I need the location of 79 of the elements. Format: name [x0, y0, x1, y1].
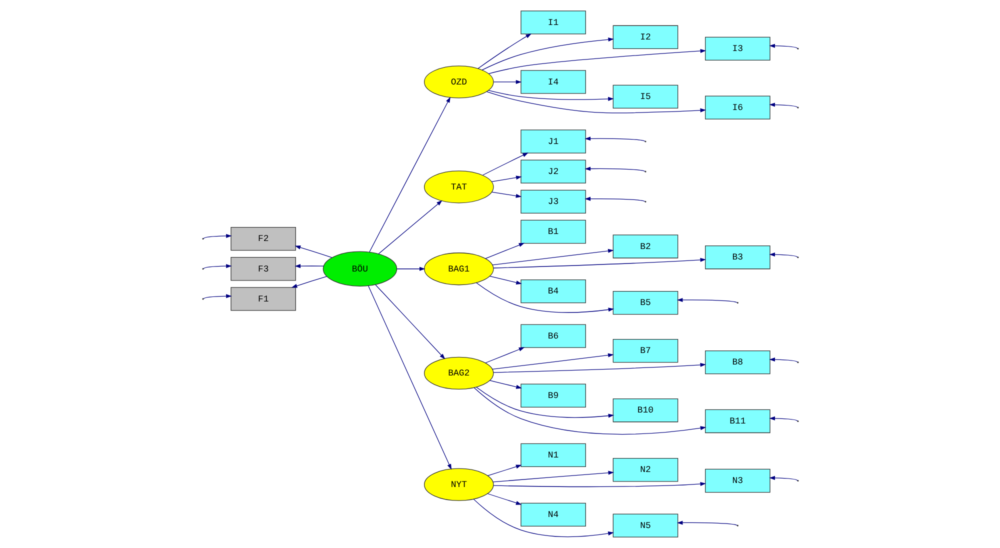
- arrow: [202, 264, 232, 270]
- node-box: J3: [520, 190, 586, 214]
- arrow: [676, 520, 737, 526]
- arrow: [294, 246, 332, 258]
- arrow: [367, 285, 452, 470]
- arrow: [294, 264, 324, 268]
- arrow: [476, 386, 614, 418]
- arrow: [290, 276, 327, 288]
- arrow: [492, 80, 522, 84]
- node-box: I5: [612, 84, 678, 109]
- arrow: [491, 192, 522, 198]
- arrow: [482, 152, 528, 176]
- node-box: I2: [612, 25, 678, 49]
- arrow: [492, 258, 706, 268]
- node-box: F3: [230, 257, 296, 281]
- node-box: B5: [612, 290, 678, 315]
- node-ellipse: OZD: [424, 66, 494, 98]
- node-box: I6: [704, 96, 770, 120]
- node-box: I4: [520, 70, 586, 94]
- node-box: N2: [612, 458, 678, 482]
- arrow: [584, 196, 645, 202]
- arrow: [486, 464, 522, 476]
- arrow: [492, 362, 706, 373]
- node-box: B1: [520, 220, 586, 244]
- node-box: B9: [520, 384, 586, 408]
- arrow: [481, 38, 614, 70]
- node-ellipse: BAG2: [424, 356, 494, 390]
- arrow: [396, 266, 425, 271]
- arrow: [768, 476, 798, 481]
- node-box: F1: [230, 287, 296, 311]
- node-box: B2: [612, 234, 678, 258]
- node-box: B3: [704, 246, 770, 270]
- node-box: B10: [612, 398, 678, 422]
- node-ellipse: BAG1: [424, 252, 494, 286]
- arrow: [488, 380, 522, 389]
- arrow: [584, 166, 645, 172]
- node-box: B11: [704, 409, 770, 434]
- node-box: J1: [520, 130, 586, 154]
- node-box: N4: [520, 502, 586, 527]
- arrow: [476, 282, 614, 313]
- node-box: I1: [520, 10, 586, 34]
- arrow: [768, 416, 798, 422]
- arrow: [492, 470, 614, 482]
- arrow: [484, 242, 524, 259]
- arrow: [374, 284, 445, 360]
- arrow: [492, 248, 614, 266]
- node-ellipse: NYT: [424, 468, 494, 501]
- node-box: N1: [520, 443, 586, 467]
- arrow: [486, 493, 522, 505]
- node-box: B7: [612, 338, 678, 363]
- node-box: J2: [520, 160, 586, 184]
- arrow: [488, 276, 522, 284]
- arrow: [486, 91, 706, 114]
- arrow: [490, 176, 522, 182]
- arrow: [368, 96, 450, 252]
- arrow: [378, 200, 442, 254]
- node-box: F2: [230, 226, 296, 251]
- arrow: [477, 34, 532, 69]
- node-ellipse: TAT: [424, 170, 494, 204]
- node-ellipse: BÖU: [322, 251, 397, 286]
- arrow: [492, 353, 614, 370]
- arrow: [492, 482, 706, 488]
- arrow: [768, 102, 798, 108]
- arrow: [488, 48, 706, 74]
- arrow: [488, 90, 614, 101]
- arrow: [202, 234, 232, 239]
- arrow: [676, 298, 737, 303]
- arrow: [472, 498, 614, 538]
- node-box: I3: [704, 36, 770, 61]
- arrow: [484, 347, 524, 364]
- node-box: N5: [612, 514, 678, 538]
- arrow: [768, 358, 798, 362]
- node-box: B4: [520, 279, 586, 304]
- node-box: B8: [704, 350, 770, 374]
- node-box: N3: [704, 468, 770, 493]
- node-box: B6: [520, 324, 586, 348]
- arrow: [473, 387, 706, 435]
- arrow: [768, 252, 798, 258]
- arrow: [768, 44, 798, 49]
